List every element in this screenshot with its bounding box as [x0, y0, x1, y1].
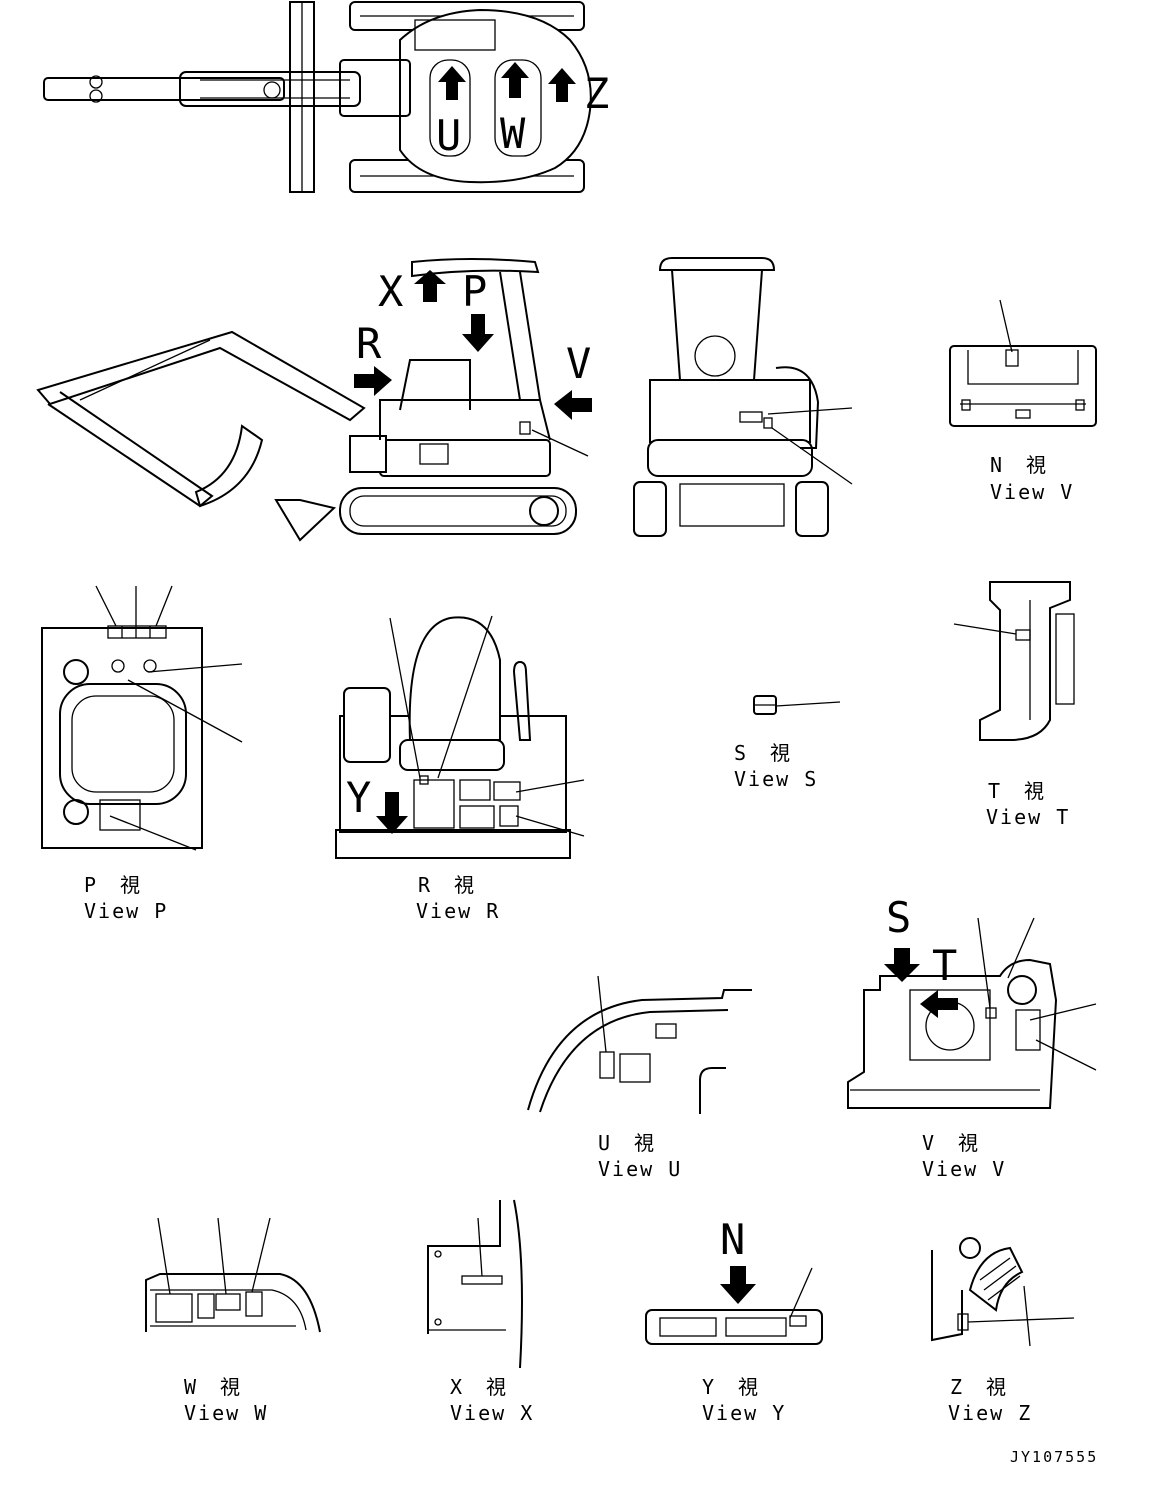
view-r-drawing: [335, 616, 571, 859]
caption-view-t-english: View T: [986, 805, 1070, 829]
caption-view-y-kanji: Y 視: [702, 1375, 760, 1399]
caption-view-u-english: View U: [598, 1157, 682, 1181]
view-x-drawing: [427, 1199, 523, 1369]
caption-view-n-english: View V: [990, 480, 1074, 504]
top-view-drawing: [43, 1, 592, 193]
side-view-drawing: [36, 258, 577, 542]
caption-view-z-kanji: Z 視: [950, 1375, 1008, 1399]
caption-view-x-kanji: X 視: [450, 1375, 508, 1399]
view-w-drawing: [145, 1273, 321, 1333]
caption-view-w-kanji: W 視: [184, 1375, 242, 1399]
view-y-drawing: [645, 1309, 823, 1345]
marker-r: R: [356, 319, 382, 368]
marker-y: Y: [346, 773, 371, 822]
view-s-drawing: [753, 695, 777, 715]
marker-n: N: [720, 1215, 745, 1264]
drawing-code: JY107555: [1010, 1448, 1098, 1466]
caption-view-x-english: View X: [450, 1401, 534, 1425]
caption-view-t-kanji: T 視: [988, 779, 1046, 803]
view-n-drawing: [949, 345, 1097, 427]
caption-view-n-kanji: N 視: [990, 453, 1048, 477]
view-v-drawing: [847, 958, 1058, 1109]
caption-view-s-kanji: S 視: [734, 741, 792, 765]
view-t-drawing: [979, 581, 1075, 741]
caption-view-w-english: View W: [184, 1401, 268, 1425]
caption-view-p-kanji: P 視: [84, 873, 142, 897]
view-u-drawing: [527, 989, 752, 1114]
caption-view-u-kanji: U 視: [598, 1131, 656, 1155]
view-z-drawing: [931, 1237, 1031, 1347]
marker-s: S: [886, 893, 911, 942]
caption-view-r-english: View R: [416, 899, 500, 923]
caption-view-p-english: View P: [84, 899, 168, 923]
caption-view-v-english: View V: [922, 1157, 1006, 1181]
caption-view-v-kanji: V 視: [922, 1131, 980, 1155]
marker-t: T: [932, 941, 957, 990]
marker-x: X: [378, 267, 403, 316]
marker-z: Z: [584, 69, 609, 118]
marker-u: U: [436, 111, 461, 160]
view-p-drawing: [41, 625, 203, 849]
caption-view-y-english: View Y: [702, 1401, 786, 1425]
caption-view-r-kanji: R 視: [418, 873, 476, 897]
marker-v: V: [566, 339, 591, 388]
caption-view-z-english: View Z: [948, 1401, 1032, 1425]
marker-p: P: [462, 267, 487, 316]
marker-w: W: [500, 109, 526, 158]
rear-view-drawing: [633, 257, 829, 537]
caption-view-s-english: View S: [734, 767, 818, 791]
